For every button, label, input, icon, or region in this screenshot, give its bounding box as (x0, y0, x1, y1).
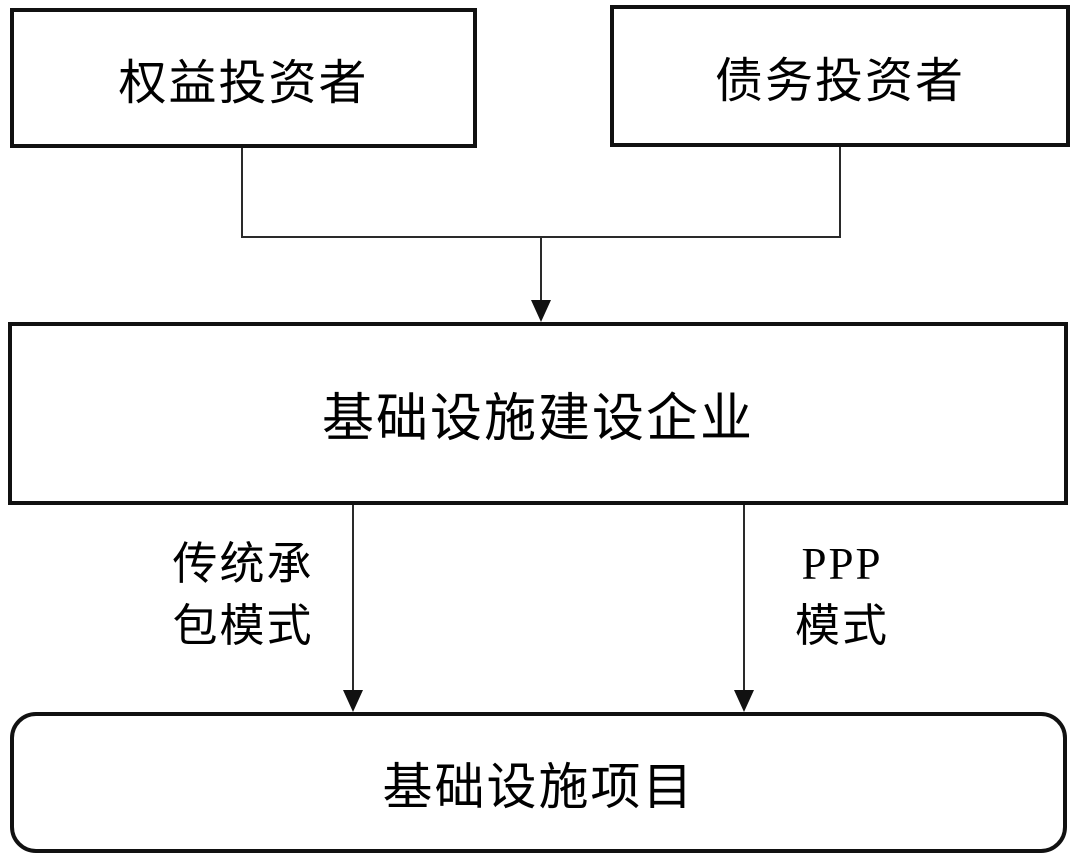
node-debt-investor-label: 债务投资者 (714, 55, 965, 108)
connector-debt-drop-line (839, 147, 841, 238)
arrowhead-ppp (734, 690, 754, 712)
arrowhead-traditional (343, 690, 363, 712)
connector-equity-drop-line (241, 148, 243, 238)
node-enterprise-label: 基础设施建设企业 (321, 391, 754, 448)
node-equity-investor: 权益投资者 (10, 8, 477, 148)
edge-traditional-line (352, 505, 354, 692)
node-project: 基础设施项目 (10, 712, 1067, 853)
edge-ppp-label: PPP 模式 (794, 539, 889, 652)
edge-traditional-label: 传统承 包模式 (172, 539, 314, 652)
connector-merge-vertical-line (540, 236, 542, 304)
node-debt-investor: 债务投资者 (610, 5, 1070, 147)
node-enterprise: 基础设施建设企业 (8, 322, 1068, 505)
node-equity-investor-label: 权益投资者 (118, 57, 369, 110)
edge-ppp-line (743, 505, 745, 692)
arrowhead-into-enterprise (531, 300, 551, 322)
node-project-label: 基础设施项目 (382, 758, 695, 815)
